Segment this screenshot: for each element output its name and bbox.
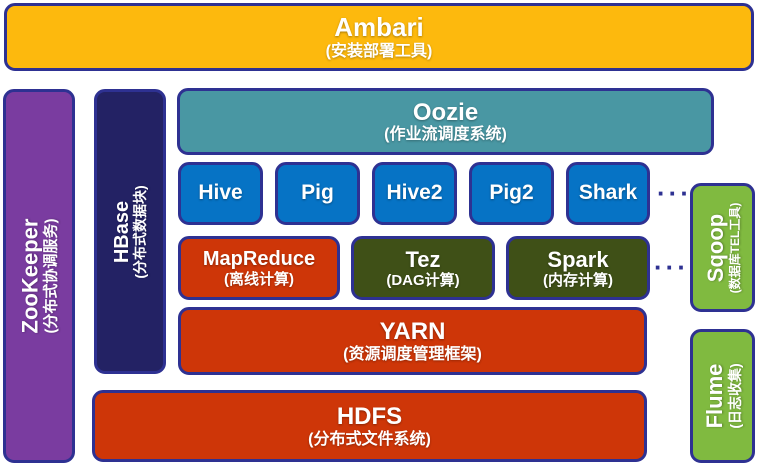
block-subtitle: (离线计算) [224, 270, 294, 288]
block-zookeeper: ZooKeeper (分布式协调服务) [3, 89, 75, 463]
block-title: Hive [198, 181, 243, 205]
block-subtitle: (安装部署工具) [325, 42, 433, 60]
block-hbase: HBase (分布式数据块) [94, 89, 166, 374]
block-title: YARN [379, 318, 446, 345]
block-title: Spark [547, 246, 609, 272]
block-title: Flume [701, 363, 727, 429]
block-title: Hive2 [386, 181, 443, 205]
block-subtitle: (分布式文件系统) [308, 430, 431, 448]
block-title: HBase [110, 200, 133, 263]
block-title: Pig2 [489, 181, 534, 205]
block-subtitle: (分布式数据块) [132, 184, 149, 279]
block-title: Ambari [334, 11, 424, 42]
block-title: Pig [301, 181, 334, 205]
block-hive2: Hive2 [372, 162, 457, 225]
block-subtitle: (资源调度管理框架) [343, 345, 482, 363]
block-hive: Hive [178, 162, 263, 225]
block-title: Tez [405, 246, 441, 272]
block-subtitle: (内存计算) [543, 272, 613, 290]
block-subtitle: (数据库TEL工具) [727, 202, 742, 293]
block-sqoop: Sqoop (数据库TEL工具) [690, 183, 755, 312]
block-hdfs: HDFS (分布式文件系统) [92, 390, 647, 462]
block-title: HDFS [336, 403, 403, 430]
block-subtitle: (DAG计算) [386, 272, 460, 290]
block-title: Oozie [412, 98, 479, 126]
ellipsis-more-query-engines: ··· [657, 178, 692, 208]
block-spark: Spark (内存计算) [506, 236, 650, 300]
block-oozie: Oozie (作业流调度系统) [177, 88, 714, 155]
block-subtitle: (日志收集) [725, 363, 742, 429]
block-tez: Tez (DAG计算) [351, 236, 495, 300]
block-mapreduce: MapReduce (离线计算) [178, 236, 340, 300]
block-title: ZooKeeper [17, 218, 43, 334]
block-ambari: Ambari (安装部署工具) [4, 3, 754, 71]
block-pig: Pig [275, 162, 360, 225]
block-title: MapReduce [202, 247, 316, 270]
block-flume: Flume (日志收集) [690, 329, 755, 463]
block-title: Sqoop [702, 213, 728, 282]
block-pig2: Pig2 [469, 162, 554, 225]
block-subtitle: (分布式协调服务) [41, 218, 59, 334]
ellipsis-more-compute-engines: ··· [654, 252, 689, 282]
block-subtitle: (作业流调度系统) [384, 126, 507, 144]
block-shark: Shark [566, 162, 650, 225]
block-title: Shark [578, 181, 638, 205]
block-yarn: YARN (资源调度管理框架) [178, 307, 647, 375]
